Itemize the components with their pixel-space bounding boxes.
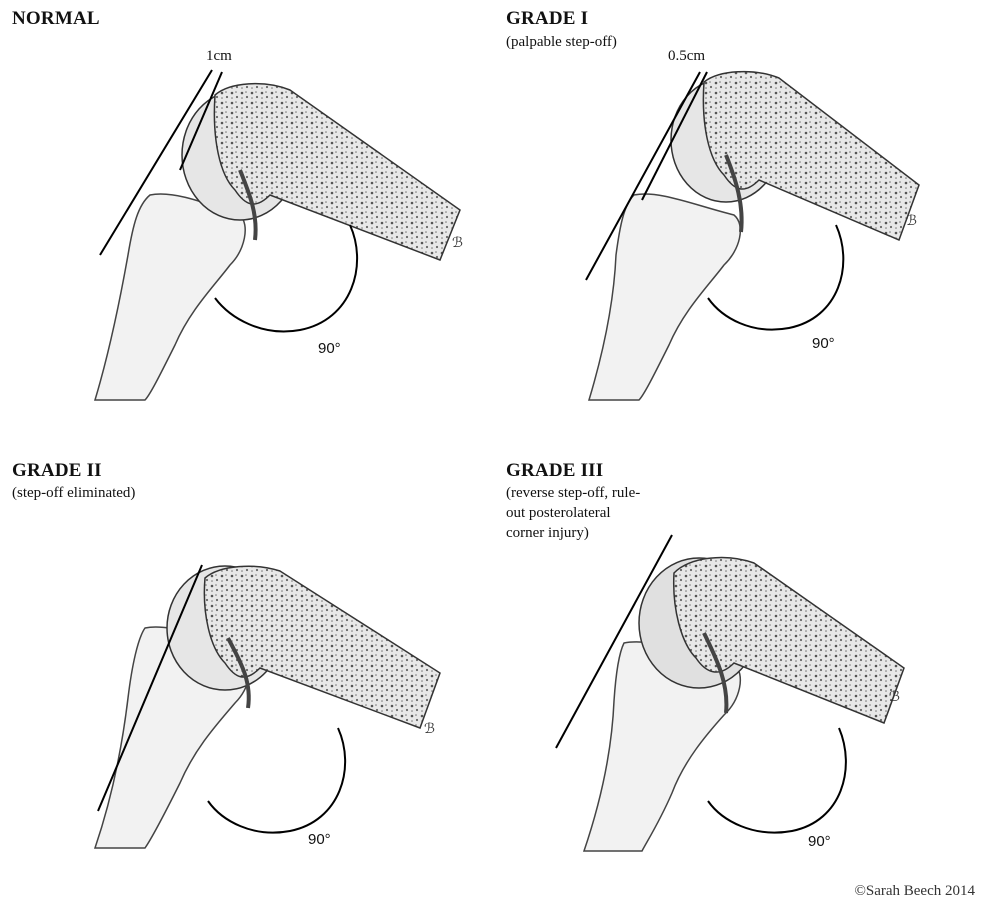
panel-grade-1: ℬ GRADE I (palpable step-off) 0.5cm 90° — [494, 0, 987, 453]
angle-label: 90° — [308, 831, 331, 848]
signature-mark: ℬ — [424, 721, 435, 737]
femoral-shaft — [703, 72, 919, 240]
tibia — [589, 194, 740, 400]
knee-illustration: ℬ — [0, 453, 493, 906]
angle-arc — [208, 728, 345, 833]
angle-arc — [708, 728, 846, 833]
knee-illustration: ℬ — [0, 0, 493, 453]
signature-mark: ℬ — [889, 689, 900, 705]
measure-label: 1cm — [206, 48, 232, 65]
panel-title: NORMAL — [12, 8, 100, 30]
angle-label: 90° — [812, 335, 835, 352]
signature-mark: ℬ — [452, 235, 463, 251]
signature-mark: ℬ — [906, 213, 917, 229]
angle-label: 90° — [808, 833, 831, 850]
knee-illustration: ℬ — [494, 0, 987, 453]
measure-label: 0.5cm — [668, 48, 705, 65]
panel-title: GRADE I — [506, 8, 588, 30]
panel-subtitle: (step-off eliminated) — [12, 483, 212, 503]
angle-label: 90° — [318, 340, 341, 357]
panel-normal: ℬ NORMAL 1cm 90° — [0, 0, 493, 453]
femoral-shaft — [204, 566, 440, 728]
panel-title: GRADE II — [12, 460, 102, 482]
panel-subtitle: (reverse step-off, rule- out posterolate… — [506, 483, 706, 543]
panel-title: GRADE III — [506, 460, 603, 482]
panel-grade-3: ℬ GRADE III (reverse step-off, rule- out… — [494, 453, 987, 906]
panel-grade-2: ℬ GRADE II (step-off eliminated) 90° — [0, 453, 493, 906]
femoral-shaft — [214, 84, 460, 260]
copyright-notice: ©Sarah Beech 2014 — [854, 883, 975, 900]
